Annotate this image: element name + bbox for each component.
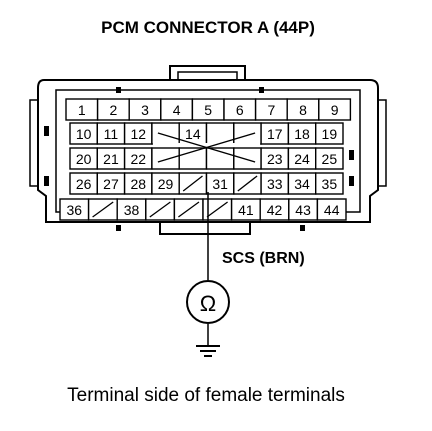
terminal-number: 6: [236, 102, 244, 118]
empty-cavity-slash: [92, 201, 114, 218]
terminal-number: 12: [130, 126, 146, 142]
terminal-number: 19: [322, 126, 338, 142]
terminal-number: 29: [158, 176, 174, 192]
terminal-number: 18: [294, 126, 310, 142]
terminal-number: 42: [267, 202, 283, 218]
terminal-number: 14: [185, 126, 201, 142]
empty-cavity-slash: [237, 175, 258, 192]
x-region-mask: [152, 143, 261, 146]
signal-label: SCS (BRN): [222, 250, 305, 267]
empty-terminal: [233, 122, 262, 145]
terminal-number: 8: [299, 102, 307, 118]
ohmmeter-icon: Ω: [186, 280, 230, 324]
empty-cavity-slash: [182, 175, 203, 192]
terminal-number: 35: [322, 176, 338, 192]
terminal-number: 5: [204, 102, 212, 118]
terminal-number: 1: [78, 102, 86, 118]
terminal-number: 9: [331, 102, 339, 118]
terminal-number: 22: [130, 151, 146, 167]
terminal-number: 21: [103, 151, 119, 167]
empty-terminal: [233, 147, 262, 170]
terminal-number: 4: [173, 102, 181, 118]
terminal-number: 10: [76, 126, 92, 142]
terminal-number: 34: [294, 176, 310, 192]
terminal-number: 33: [267, 176, 283, 192]
connector-housing: [29, 65, 387, 235]
terminal-number: 27: [103, 176, 119, 192]
terminal-number: 23: [267, 151, 283, 167]
ground-icon: [196, 345, 220, 357]
terminal-9: [318, 98, 352, 121]
unused-cross-line: [157, 132, 256, 163]
terminal-number: 41: [238, 202, 254, 218]
terminal-number: 7: [268, 102, 276, 118]
empty-cavity-slash: [149, 201, 171, 218]
terminal-number: 17: [267, 126, 283, 142]
terminal-35: [315, 172, 344, 195]
terminal-number: 25: [322, 151, 338, 167]
terminal-number: 43: [295, 202, 311, 218]
empty-cavity-slash: [178, 201, 200, 218]
terminal-number: 36: [67, 202, 83, 218]
terminal-number: 31: [212, 176, 228, 192]
terminal-number: 28: [130, 176, 146, 192]
empty-cavity-slash: [206, 201, 228, 218]
terminal-19: [315, 122, 344, 145]
terminal-number: 38: [124, 202, 140, 218]
housing-keys: [44, 87, 354, 231]
terminal-number: 26: [76, 176, 92, 192]
terminal-44: [316, 198, 347, 221]
terminal-number: 2: [110, 102, 118, 118]
terminal-number: 11: [104, 126, 119, 142]
empty-terminal: [151, 147, 180, 170]
terminal-25: [315, 147, 344, 170]
empty-terminal: [151, 122, 180, 145]
terminal-number: 3: [141, 102, 149, 118]
terminal-number: 44: [324, 202, 340, 218]
diagram-title: PCM CONNECTOR A (44P): [101, 18, 315, 37]
diagram-caption: Terminal side of female terminals: [67, 385, 345, 406]
terminal-number: 24: [294, 151, 310, 167]
meter-symbol: Ω: [200, 291, 216, 316]
terminal-number: 20: [76, 151, 92, 167]
